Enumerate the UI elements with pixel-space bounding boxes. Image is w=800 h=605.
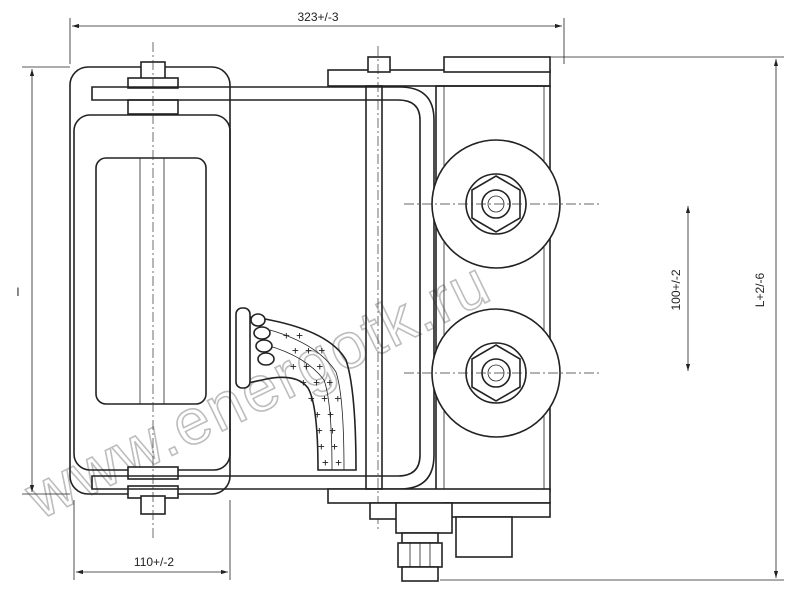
- svg-text:+ + +: + + +: [308, 392, 341, 405]
- flexible-braid: + + + + + + + + + + + + + + + + + + + + …: [235, 307, 357, 471]
- dim-width-left: 110+/-2: [73, 500, 231, 580]
- svg-text:+ +: + +: [318, 440, 338, 453]
- central-rod: [365, 46, 391, 530]
- dim-width-overall-label: 323+/-3: [297, 10, 338, 24]
- svg-text:+ + +: + + +: [300, 376, 333, 389]
- dim-roller-pitch: 100+/-2: [669, 206, 691, 371]
- dim-height-right: L+2/-6: [440, 56, 784, 581]
- terminal-box: [455, 516, 513, 558]
- svg-text:+ + +: + + +: [292, 344, 325, 357]
- dim-height-right-label: L+2/-6: [753, 272, 767, 307]
- dim-height-left: l: [17, 66, 70, 495]
- dim-width-left-label: 110+/-2: [134, 555, 174, 569]
- u-bracket: [91, 86, 435, 490]
- right-housing: [327, 56, 551, 518]
- svg-text:+ +: + +: [283, 329, 303, 342]
- dim-height-left-label: l: [17, 285, 20, 299]
- dim-roller-pitch-label: 100+/-2: [669, 269, 683, 310]
- bottom-nut-stack: [369, 502, 453, 582]
- svg-text:+ + +: + + +: [290, 360, 323, 373]
- svg-text:+ +: + +: [314, 408, 334, 421]
- dim-width-overall: 323+/-3: [69, 10, 565, 64]
- svg-text:+ +: + +: [322, 456, 342, 469]
- svg-text:+ +: + +: [316, 424, 336, 437]
